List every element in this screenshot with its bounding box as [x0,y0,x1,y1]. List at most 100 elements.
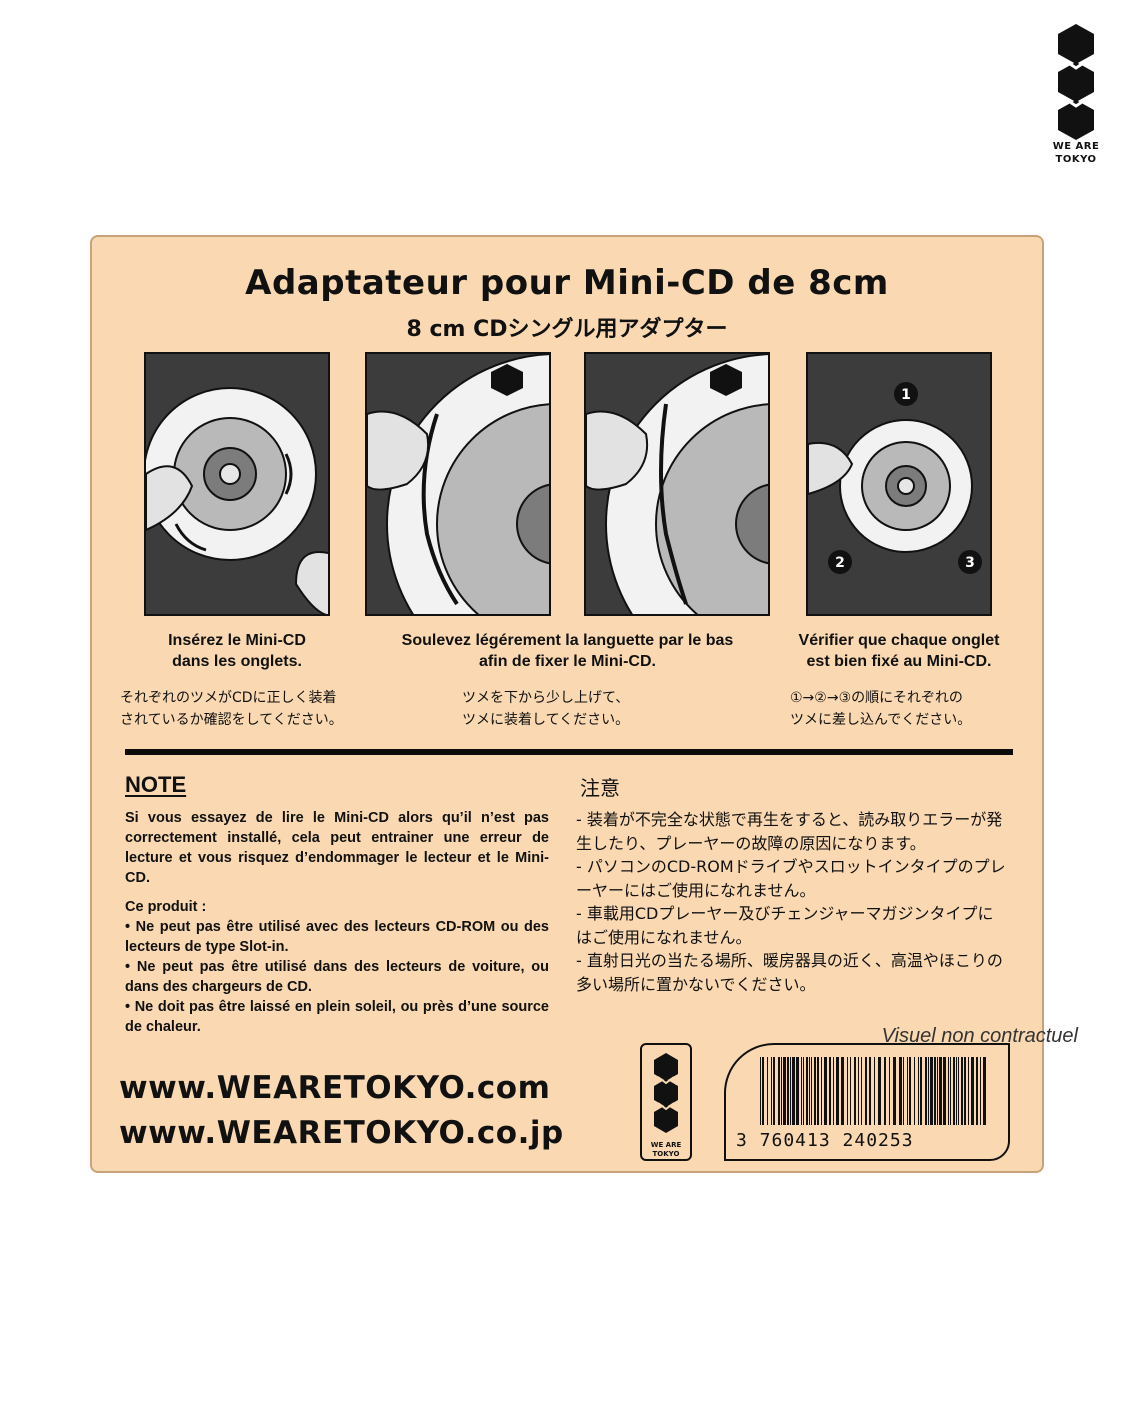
barcode-bar [792,1057,795,1125]
step3-caption-fr-line1: Vérifier que chaque onglet [798,632,1000,649]
barcode-bar [850,1057,851,1125]
barcode-bar [783,1057,786,1125]
barcode-bar [841,1057,844,1125]
barcode-bar [909,1057,911,1125]
step2b-illustration [584,352,770,616]
barcode-bar [930,1057,933,1125]
barcode-bar [821,1057,822,1125]
barcode-bar [833,1057,834,1125]
step3-illustration: 1 2 3 [806,352,992,616]
barcode-bar [964,1057,966,1125]
step2-caption-fr-line1: Soulevez légérement la languette par le … [401,632,734,649]
barcode-bar [948,1057,949,1125]
barcode-bar [771,1057,772,1125]
barcode-bar [971,1057,974,1125]
svg-text:2: 2 [835,555,845,571]
note-fr-bullet: • Ne peut pas être utilisé avec des lect… [125,919,549,955]
step2-caption-jp: ツメを下から少し上げて、 ツメに装着してください。 [462,687,629,731]
step3-caption-jp-line2: ツメに差し込んでください。 [790,712,972,728]
step2-caption-jp-line1: ツメを下から少し上げて、 [462,690,630,706]
barcode-bar [829,1057,831,1125]
barcode-number: 3 760413 240253 [736,1130,914,1151]
barcode-bar [958,1057,959,1125]
step1-caption-fr-line1: Insérez le Mini-CD [168,632,306,649]
barcode: 3 760413 240253 [724,1043,1010,1161]
note-jp-line: - 装着が不完全な状態で再生をすると、読み取りエラーが発生したり、プレーヤーの故… [576,810,1003,853]
card-title: Adaptateur pour Mini-CD de 8cm [245,263,889,303]
barcode-bar [968,1057,969,1125]
barcode-bar [811,1057,812,1125]
barcode-bar [961,1057,963,1125]
barcode-bar [874,1057,875,1125]
brand-name-line2: TOKYO [1055,154,1097,165]
card-subtitle: 8 cm CDシングル用アダプター [406,317,728,342]
barcode-bar [778,1057,780,1125]
note-jp-title: 注意 [580,776,620,800]
barcode-bar [854,1057,856,1125]
marker-3-icon: 3 [958,550,982,574]
note-jp-line: - パソコンのCD-ROMドライブやスロットインタイプのプレーヤーにはご使用にな… [576,857,1006,900]
barcode-bar [943,1057,946,1125]
barcode-bar [976,1057,978,1125]
marker-2-icon: 2 [828,550,852,574]
step1-caption-fr-line2: dans les onglets. [172,653,302,670]
barcode-bar [934,1057,936,1125]
barcode-bar [814,1057,816,1125]
note-jp-line: - 直射日光の当たる場所、暖房器具の近く、高温やほこりの多い場所に置かないでくだ… [576,951,1003,994]
note-jp: - 装着が不完全な状態で再生をすると、読み取りエラーが発生したり、プレーヤーの故… [576,808,1006,996]
barcode-bars [760,1057,986,1125]
package-card: Adaptateur pour Mini-CD de 8cm 8 cm CDシン… [90,235,1044,1173]
note-fr-bullet: • Ne doit pas être laissé en plein solei… [125,999,549,1035]
barcode-bar [893,1057,896,1125]
barcode-bar [937,1057,938,1125]
barcode-bar [806,1057,808,1125]
barcode-bar [899,1057,902,1125]
barcode-bar [801,1057,802,1125]
note-jp-line: - 車載用CDプレーヤー及びチェンジャーマガジンタイプにはご使用になれません。 [576,904,994,947]
step1-caption-jp: それぞれのツメがCDに正しく装着 されているか確認をしてください。 [120,687,343,731]
step2a-illustration [365,352,551,616]
hexagon-stack-icon [1058,24,1094,140]
barcode-bar [884,1057,886,1125]
step1-caption-fr: Insérez le Mini-CD dans les onglets. [144,630,330,672]
step2-caption-fr-line2: afin de fixer le Mini-CD. [479,653,656,670]
step2-caption-jp-line2: ツメに装着してください。 [462,712,630,728]
barcode-bar [767,1057,768,1125]
step1-caption-jp-line2: されているか確認をしてください。 [120,712,343,728]
mini-logo-line1: WE ARE [650,1141,682,1149]
website-url-jp[interactable]: www.WEARETOKYO.co.jp [119,1115,564,1151]
marker-1-icon: 1 [894,382,918,406]
barcode-bar [809,1057,810,1125]
barcode-bar [950,1057,951,1125]
barcode-bar [781,1057,782,1125]
barcode-bar [983,1057,986,1125]
barcode-bar [956,1057,957,1125]
divider [125,749,1013,755]
barcode-bar [869,1057,871,1125]
svg-text:1: 1 [901,387,911,403]
disclaimer: Visuel non contractuel [881,1025,1078,1047]
website-url-com[interactable]: www.WEARETOKYO.com [119,1070,551,1106]
step3-caption-jp-line1: ①→②→③の順にそれぞれの [790,690,963,706]
barcode-bar [914,1057,915,1125]
mini-logo-line2: TOKYO [652,1150,680,1158]
barcode-bar [803,1057,804,1125]
brand-mini-logo: WE ARE TOKYO [640,1043,692,1161]
barcode-bar [824,1057,827,1125]
barcode-bar [939,1057,942,1125]
barcode-bar [787,1057,789,1125]
barcode-bar [907,1057,908,1125]
step3-caption-fr-line2: est bien fixé au Mini-CD. [806,653,992,670]
note-fr-product-title: Ce produit : [125,899,207,915]
barcode-bar [817,1057,819,1125]
step2-caption-fr: Soulevez légérement la languette par le … [365,630,770,672]
barcode-bar [790,1057,791,1125]
step1-illustration [144,352,330,616]
barcode-bar [773,1057,775,1125]
barcode-bar [878,1057,881,1125]
barcode-bar [858,1057,859,1125]
brand-name-line1: WE ARE [1052,141,1100,152]
step3-caption-fr: Vérifier que chaque onglet est bien fixé… [778,630,1020,672]
barcode-bar [836,1057,839,1125]
barcode-bar [925,1057,927,1125]
